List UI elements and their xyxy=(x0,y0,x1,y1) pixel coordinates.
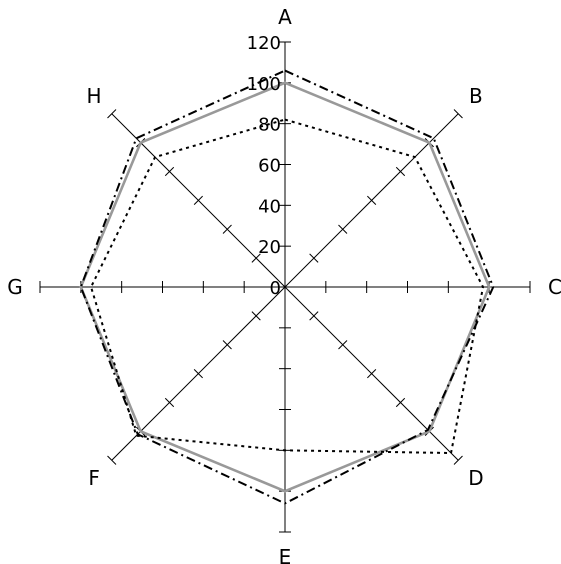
tick-mark-b-120 xyxy=(453,109,463,119)
tick-mark-d-80 xyxy=(395,397,406,408)
tick-mark-b-20 xyxy=(309,253,319,263)
tick-mark-h-60 xyxy=(193,195,203,205)
tick-mark-h-80 xyxy=(164,166,175,177)
tick-mark-h-120 xyxy=(107,109,117,119)
tick-label-100: 100 xyxy=(247,74,281,95)
tick-mark-h-20 xyxy=(251,253,261,263)
category-labels-layer: A B C D E F G H xyxy=(7,5,561,564)
series-polygon-2 xyxy=(79,69,495,505)
tick-label-40: 40 xyxy=(258,196,281,217)
category-label-d: D xyxy=(468,466,483,490)
tick-mark-f-20 xyxy=(251,311,261,321)
series-polygon-3 xyxy=(89,118,485,455)
category-label-a: A xyxy=(278,5,292,29)
tick-labels-layer: 0 20 40 60 80 100 120 xyxy=(247,33,281,299)
tick-mark-f-120 xyxy=(107,455,117,465)
series-polygon-1 xyxy=(79,81,491,493)
tick-mark-d-120 xyxy=(453,455,463,465)
category-label-f: F xyxy=(88,466,100,490)
tick-label-120: 120 xyxy=(247,33,281,54)
tick-mark-f-80 xyxy=(164,397,175,408)
tick-mark-d-60 xyxy=(367,369,377,379)
tick-label-80: 80 xyxy=(258,115,281,136)
series-layer xyxy=(79,69,495,505)
category-label-h: H xyxy=(87,84,102,108)
category-label-g: G xyxy=(7,275,23,299)
category-label-b: B xyxy=(469,84,483,108)
category-label-e: E xyxy=(279,545,292,564)
tick-mark-d-20 xyxy=(309,311,319,321)
category-label-c: C xyxy=(548,275,561,299)
tick-label-60: 60 xyxy=(258,156,281,177)
tick-mark-f-40 xyxy=(222,340,232,350)
tick-mark-b-40 xyxy=(338,224,348,234)
tick-mark-d-40 xyxy=(338,340,348,350)
tick-mark-b-80 xyxy=(395,166,406,177)
tick-mark-h-40 xyxy=(222,224,232,234)
axes-layer xyxy=(40,42,530,532)
tick-mark-b-60 xyxy=(367,195,377,205)
tick-mark-f-60 xyxy=(193,369,203,379)
tick-label-0: 0 xyxy=(270,278,281,299)
tick-label-20: 20 xyxy=(258,237,281,258)
